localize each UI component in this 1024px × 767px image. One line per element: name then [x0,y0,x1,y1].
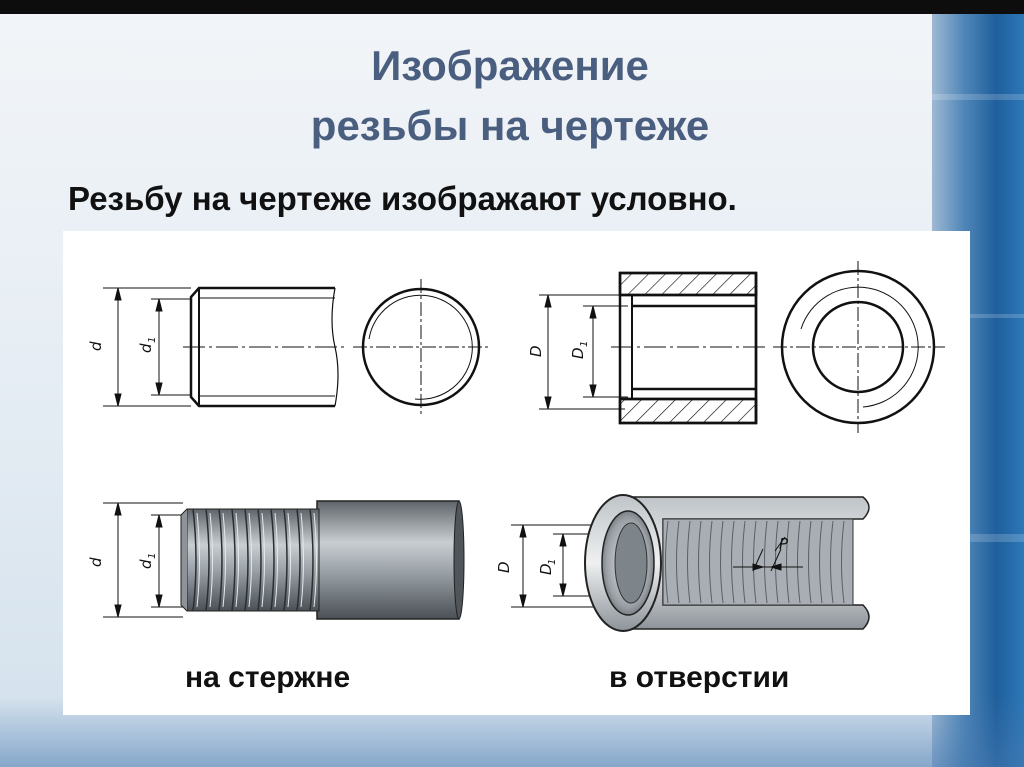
title-line-2: резьбы на чертеже [310,102,710,149]
internal-thread-line [764,520,768,604]
internal-thread-line [709,520,713,604]
caption-hole: в отверстии [609,661,790,694]
rod-thread-drawing [103,286,348,408]
dim-D1-hole-bottom-sub: 1 [547,559,558,565]
drawing-panel: d d 1 [63,231,970,715]
thread-highlight [287,512,291,608]
dim-d1-rod-top-sub: 1 [147,337,158,343]
thread-highlight [209,512,213,608]
internal-thread-line [786,520,790,604]
hole-dimension-labels: D D 1 [527,341,590,359]
thread-crest [283,508,288,612]
internal-thread-line [687,520,691,604]
dim-D-hole-bottom: D [495,561,513,573]
thread-drawings: d d 1 [87,261,945,632]
dim-D1-hole-bottom: D [537,563,555,575]
caption-rod: на стержне [185,661,351,694]
title-line-1: Изображение [371,42,649,89]
rod-illustration-labels: d d 1 [87,553,158,569]
thread-crest [270,508,275,612]
thread-highlight [222,512,226,608]
internal-thread-line [841,520,845,604]
dim-P-pitch: P [779,535,789,553]
internal-thread-line [753,520,757,604]
internal-thread-line [808,520,812,604]
hole-end-view [773,261,945,433]
dim-d-rod-bottom: d [87,557,105,567]
rod-thread-illustration [103,500,465,620]
thread-highlight [300,512,304,608]
thread-crest [257,508,262,612]
dim-D-hole-top: D [527,345,545,357]
internal-thread-line [676,520,680,604]
thread-crests [192,508,317,612]
internal-thread-line [720,520,724,604]
internal-thread-line [698,520,702,604]
internal-thread-line [665,520,669,604]
dim-d1-rod-bottom-sub: 1 [147,553,158,559]
internal-thread-line [731,520,735,604]
top-bar [0,0,1024,14]
thread-crest [244,508,249,612]
thread-highlight [313,512,317,608]
dim-d1-rod-bottom: d [137,559,155,569]
pitch-marker [733,536,803,572]
rod-end-view [353,279,489,415]
thread-highlight [235,512,239,608]
hole-thread-illustration: P [511,494,870,632]
thread-highlight [274,512,278,608]
slide-title: Изображение резьбы на чертеже [200,36,820,156]
internal-thread-line [797,520,801,604]
thread-crest [218,508,223,612]
thread-crest [231,508,236,612]
dim-d-rod-top: d [87,341,105,351]
hole-thread-drawing [539,271,768,425]
thread-highlight [261,512,265,608]
dim-D1-hole-top: D [569,347,587,359]
thread-crest [192,508,197,612]
rod-dimension-labels: d d 1 [87,337,158,353]
hole-illustration-labels: D D 1 [495,559,558,575]
thread-crest [296,508,301,612]
thread-highlight [196,512,200,608]
slide-subtitle: Резьбу на чертеже изображают условно. [68,180,737,217]
internal-thread-line [819,520,823,604]
internal-thread-lines [665,520,845,604]
thread-crest [309,508,314,612]
internal-thread-line [742,520,746,604]
internal-thread-line [830,520,834,604]
thread-crest [205,508,210,612]
dim-d1-rod-top: d [137,343,155,353]
thread-highlight [248,512,252,608]
dim-D1-hole-top-sub: 1 [579,341,590,347]
